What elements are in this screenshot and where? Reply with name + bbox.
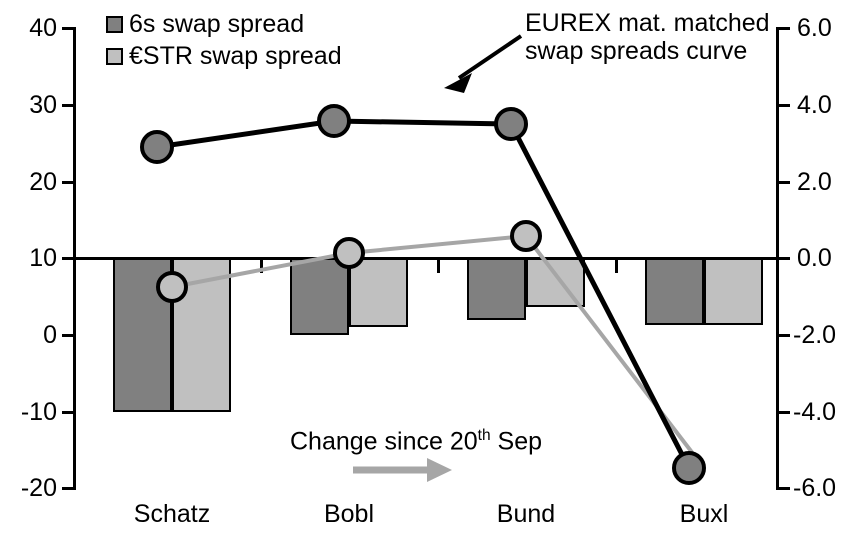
x-tick-1 [260, 260, 263, 273]
left-tick-label-10: 10 [29, 244, 57, 272]
bar-6s-buxl [645, 258, 704, 325]
change-since-text-after: Sep [490, 427, 543, 456]
right-tick-label-0: 0.0 [797, 244, 832, 272]
left-tick-m10 [62, 411, 74, 414]
eurex-annotation-line1: EUREX mat. matched [525, 9, 770, 37]
right-tick-4 [778, 104, 790, 107]
change-since-label: Change since 20th Sep [290, 427, 542, 456]
left-tick-label-40: 40 [29, 14, 57, 42]
right-tick-label-m6: -6.0 [793, 474, 837, 502]
bar-estr-schatz [172, 258, 231, 412]
change-since-arrow-icon [353, 458, 452, 482]
bar-estr-bobl [349, 258, 408, 327]
eurex-marker-bobl [317, 104, 351, 138]
legend-item-estr[interactable]: €STR swap spread [106, 42, 342, 71]
right-tick-label-4: 4.0 [797, 91, 832, 119]
left-tick-label-m10: -10 [20, 398, 57, 426]
left-tick-0 [62, 334, 74, 337]
bar-estr-bund [526, 258, 585, 307]
left-tick-label-30: 30 [29, 91, 57, 119]
change-since-superscript: th [477, 427, 491, 444]
right-tick-m6 [778, 487, 790, 490]
category-label-bund: Bund [496, 500, 556, 528]
legend-swatch-estr [106, 48, 123, 65]
right-tick-m4 [778, 411, 790, 414]
x-tick-3 [615, 260, 618, 273]
right-tick-label-m2: -2.0 [793, 321, 837, 349]
right-tick-6 [778, 27, 790, 30]
bar-6s-schatz [113, 258, 172, 412]
eurex-curve-line [156, 118, 692, 470]
category-label-schatz: Schatz [133, 500, 211, 528]
eurex-annotation-text: EUREX mat. matched swap spreads curve [525, 9, 770, 65]
legend-label-6s: 6s swap spread [129, 10, 305, 38]
eurex-annotation-line2: swap spreads curve [525, 37, 748, 65]
left-tick-30 [62, 104, 74, 107]
eurex-annotation-arrow [444, 34, 523, 93]
left-tick-m20 [62, 487, 74, 490]
right-tick-label-6: 6.0 [797, 14, 832, 42]
change-since-text-before: Change since 20 [290, 427, 478, 456]
legend-item-6s[interactable]: 6s swap spread [106, 10, 342, 39]
right-tick-0 [778, 257, 790, 260]
legend-label-estr: €STR swap spread [129, 42, 342, 70]
left-tick-10 [62, 257, 74, 260]
right-tick-m2 [778, 334, 790, 337]
x-tick-2 [437, 260, 440, 273]
right-tick-label-m4: -4.0 [793, 398, 837, 426]
eurex-marker-bund [494, 107, 528, 141]
estr-marker-bund [510, 220, 542, 252]
category-label-bobl: Bobl [323, 500, 375, 528]
left-tick-label-0: 0 [43, 321, 57, 349]
eurex-marker-schatz [140, 130, 174, 164]
bar-6s-bund [467, 258, 526, 320]
legend: 6s swap spread €STR swap spread [106, 10, 342, 74]
left-tick-40 [62, 27, 74, 30]
left-tick-20 [62, 181, 74, 184]
right-tick-2 [778, 181, 790, 184]
eurex-marker-buxl [672, 451, 706, 485]
bar-estr-buxl [704, 258, 763, 325]
legend-swatch-6s [106, 16, 123, 33]
zero-baseline [73, 257, 779, 260]
left-tick-label-20: 20 [29, 168, 57, 196]
bar-6s-bobl [290, 258, 349, 335]
category-label-buxl: Buxl [679, 500, 729, 528]
right-tick-label-2: 2.0 [797, 168, 832, 196]
left-tick-label-m20: -20 [20, 474, 57, 502]
